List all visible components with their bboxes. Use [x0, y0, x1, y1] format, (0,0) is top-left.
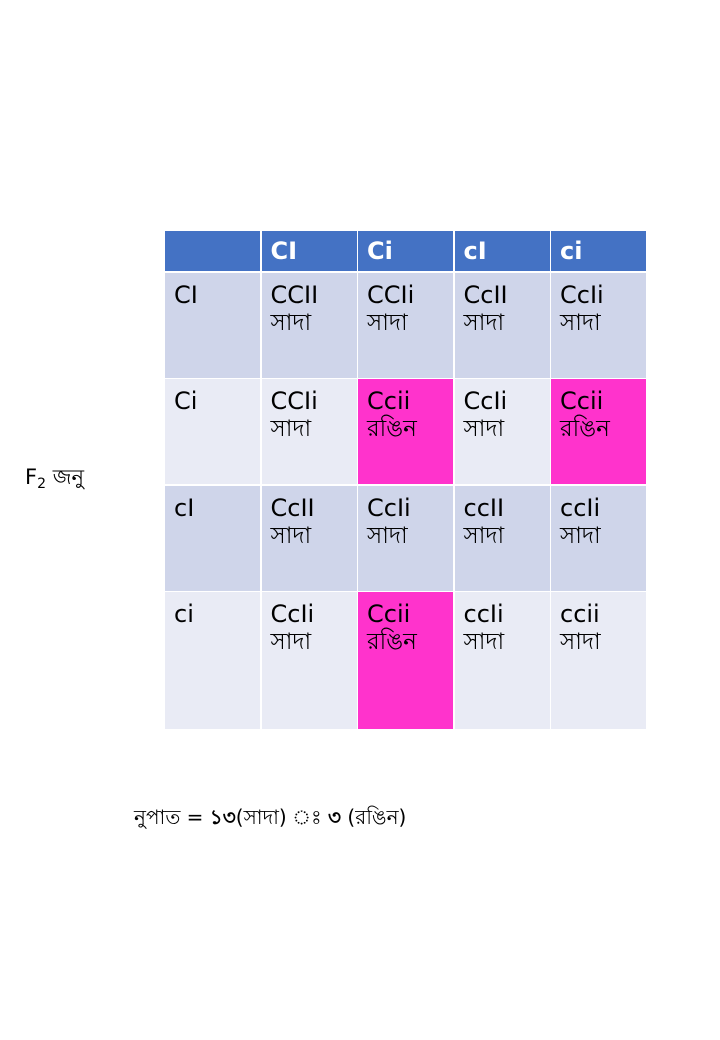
header-gamete-c-i-lower: ci — [551, 231, 646, 271]
ratio-white-count: ১৩ — [209, 805, 236, 829]
genotype: CcIi — [560, 280, 604, 309]
header-corner — [165, 231, 260, 271]
ratio-separator: ঃ — [286, 805, 329, 829]
phenotype: সাদা — [367, 309, 408, 336]
generation-letter: F — [25, 465, 38, 489]
genotype: Ccii — [560, 387, 604, 415]
phenotype: রঙিন — [367, 416, 417, 442]
genotype: ccIi — [463, 600, 504, 628]
genotype: CCII — [270, 280, 319, 309]
phenotype: সাদা — [367, 522, 408, 549]
genotype: Ccii — [367, 387, 411, 415]
phenotype: সাদা — [270, 522, 312, 549]
generation-label: F2 জনু — [25, 464, 84, 497]
ratio-colored-label: (রঙিন) — [341, 805, 407, 829]
genotype: CcIi — [463, 387, 508, 415]
genotype: CcIi — [367, 493, 411, 522]
phenotype: সাদা — [270, 309, 312, 336]
phenotype: সাদা — [560, 522, 601, 549]
genotype: CCIi — [367, 280, 415, 309]
generation-subscript: 2 — [37, 476, 47, 492]
ratio-prefix: নুপাত = — [134, 805, 210, 829]
row-label: CI — [165, 272, 260, 378]
header-gamete-ci-upper: CI — [261, 231, 357, 271]
phenotype: রঙিন — [367, 629, 417, 655]
phenotype: সাদা — [270, 416, 312, 442]
phenotype: সাদা — [463, 629, 505, 655]
row-label: ci — [165, 592, 260, 729]
phenotype: সাদা — [463, 522, 505, 549]
generation-word: জনু — [52, 465, 85, 489]
genotype: ccIi — [560, 493, 601, 522]
ratio-colored-count: ৩ — [328, 805, 342, 829]
genotype: ccii — [560, 600, 600, 628]
header-gamete-ci: Ci — [358, 231, 453, 271]
genotype: CcIi — [270, 600, 315, 628]
genotype: CcII — [270, 493, 315, 522]
phenotype: সাদা — [270, 629, 312, 655]
phenotype: সাদা — [463, 416, 505, 442]
genotype: CcII — [463, 280, 508, 309]
genotype: ccII — [463, 493, 505, 522]
row-label: cI — [165, 485, 260, 591]
phenotype: সাদা — [560, 629, 601, 655]
phenotype: সাদা — [560, 309, 601, 336]
header-gamete-c-i-upper: cI — [454, 231, 550, 271]
ratio-line: নুপাত = ১৩(সাদা) ঃ ৩ (রঙিন) — [134, 804, 406, 830]
row-label: Ci — [165, 379, 260, 484]
ratio-white-label: (সাদা) — [235, 805, 287, 829]
phenotype: সাদা — [463, 309, 505, 336]
phenotype: রঙিন — [560, 416, 610, 442]
genotype: Ccii — [367, 600, 411, 628]
genotype: CCIi — [270, 387, 318, 415]
